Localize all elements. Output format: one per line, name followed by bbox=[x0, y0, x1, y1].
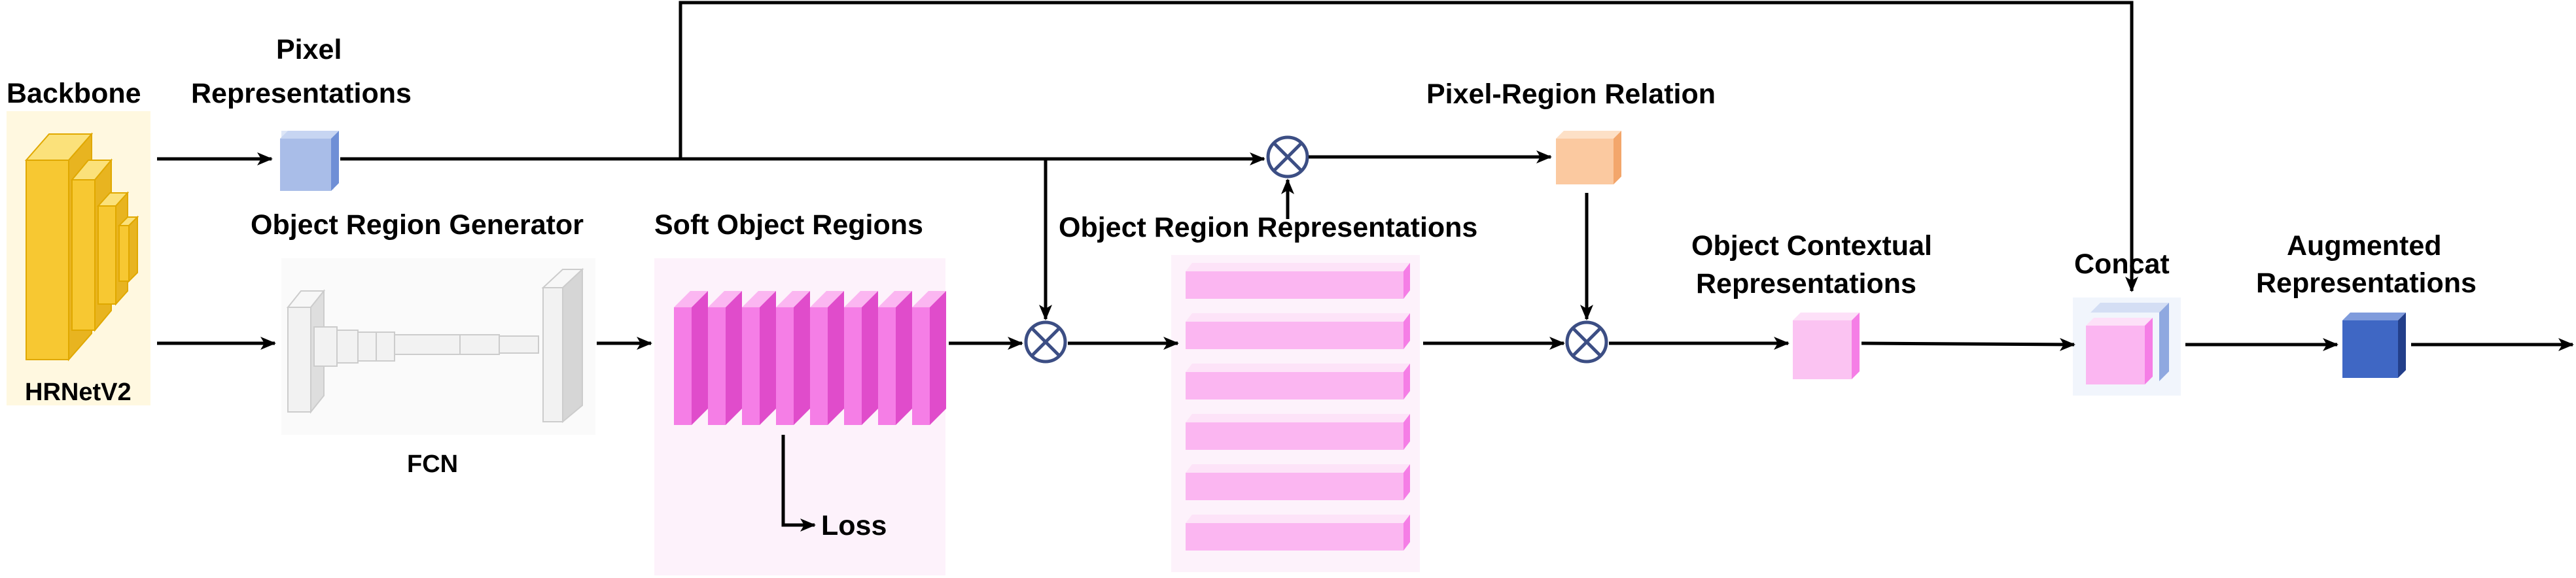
pixel-region-relation-cube bbox=[1556, 131, 1621, 184]
fcn-label: FCN bbox=[407, 450, 458, 478]
region-rep-bar-5 bbox=[1186, 464, 1410, 500]
pixel-label-line1: Pixel bbox=[276, 34, 342, 65]
soft-object-regions-block bbox=[654, 258, 946, 575]
object-contextual-label-line2: Representations bbox=[1696, 268, 1916, 299]
region-rep-bar-1 bbox=[1186, 263, 1410, 299]
object-contextual-label-line1: Object Contextual bbox=[1691, 230, 1932, 262]
concat-label: Concat bbox=[2074, 248, 2170, 280]
pixel-region-relation-label: Pixel-Region Relation bbox=[1426, 78, 1716, 110]
hrnet-label: HRNetV2 bbox=[25, 379, 132, 406]
multiply-operator-left bbox=[1024, 320, 1067, 364]
backbone-block bbox=[7, 111, 150, 405]
connection-arrows bbox=[157, 1, 2574, 351]
soft-object-regions-label: Soft Object Regions bbox=[654, 209, 923, 241]
region-rep-bar-3 bbox=[1186, 364, 1410, 400]
soft-region-slabs bbox=[674, 291, 946, 425]
object-region-representations-label: Object Region Representations bbox=[1059, 212, 1477, 243]
multiply-operator-right bbox=[1565, 320, 1608, 364]
pixel-representation-cube bbox=[280, 131, 339, 191]
loss-arrow bbox=[781, 435, 816, 532]
region-rep-bar-6 bbox=[1186, 515, 1410, 551]
pixel-label-line2: Representations bbox=[191, 78, 412, 109]
multiply-operator-top bbox=[1266, 135, 1309, 178]
augmented-label-line1: Augmented bbox=[2287, 230, 2442, 262]
region-rep-bar-4 bbox=[1186, 414, 1410, 450]
concat-cube bbox=[2073, 298, 2181, 396]
object-region-representations-block bbox=[1171, 255, 1420, 572]
fcn-block bbox=[281, 258, 595, 435]
object-region-generator-label: Object Region Generator bbox=[251, 209, 584, 241]
augmented-label-line2: Representations bbox=[2256, 267, 2477, 299]
region-rep-bar-2 bbox=[1186, 313, 1410, 349]
loss-label: Loss bbox=[821, 510, 887, 541]
backbone-label: Backbone bbox=[7, 78, 141, 109]
augmented-representation-cube bbox=[2342, 313, 2406, 378]
object-contextual-cube bbox=[1793, 313, 1860, 379]
